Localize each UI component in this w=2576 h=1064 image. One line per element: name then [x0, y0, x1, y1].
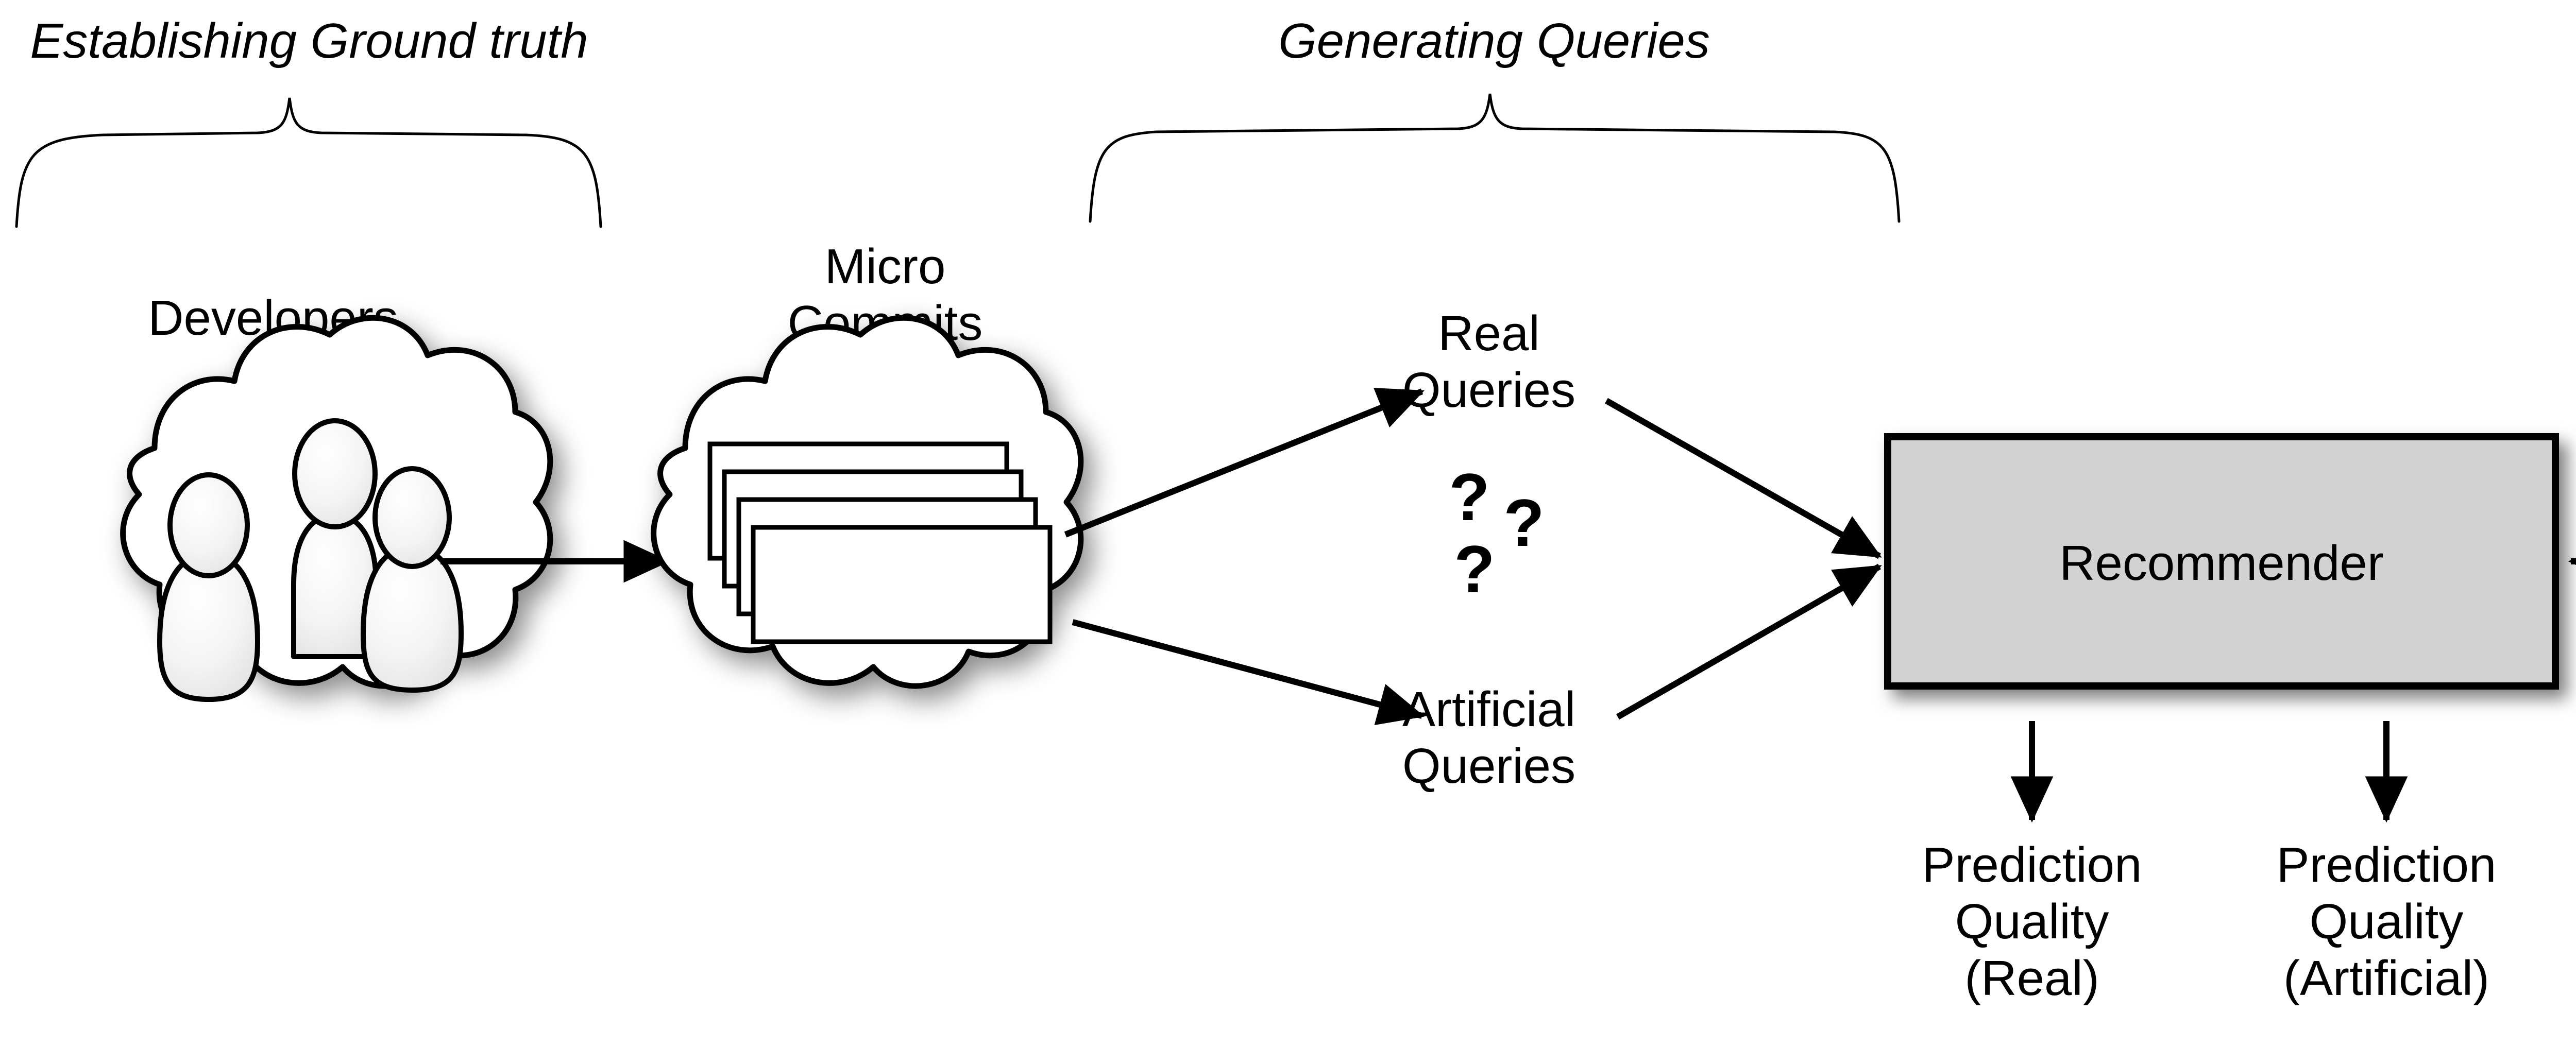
real-queries-label-line2: Queries: [1402, 363, 1575, 418]
micro-commits-label-line1: Micro: [825, 239, 946, 294]
arrow-real-queries-to-recommender: [1605, 398, 1882, 559]
phase-brace-ground-truth: [15, 97, 602, 228]
person-icon-center: [291, 418, 379, 659]
arrow-artificial-queries-to-recommender: [1616, 563, 1882, 720]
question-mark-3: ?: [1454, 531, 1495, 607]
prediction-real-line3: (Real): [1964, 951, 2099, 1006]
arrow-commits-to-artificial-queries: [1072, 619, 1425, 726]
recommender-label: Recommender: [2059, 536, 2384, 591]
question-mark-1: ?: [1449, 459, 1489, 535]
artificial-queries-label-line2: Queries: [1402, 739, 1575, 794]
arrow-commits-to-real-queries: [1064, 388, 1425, 538]
person-icon-right: [361, 466, 464, 693]
prediction-real-line2: Quality: [1955, 894, 2109, 949]
developers-cloud[interactable]: [120, 315, 553, 702]
prediction-real-line1: Prediction: [1922, 837, 2142, 893]
phase-title-ground-truth: Establishing Ground truth: [30, 13, 588, 68]
phase-title-generating-queries: Generating Queries: [1278, 13, 1710, 68]
micro-commits-cloud[interactable]: [651, 315, 1084, 689]
prediction-quality-real: Prediction Quality (Real): [1922, 837, 2142, 1006]
question-mark-2: ?: [1503, 485, 1544, 560]
artificial-queries-label-line1: Artificial: [1402, 682, 1575, 737]
recommender-box[interactable]: Recommender: [1884, 433, 2559, 690]
prediction-artificial-line2: Quality: [2310, 894, 2464, 949]
real-queries-label-line1: Real: [1438, 306, 1539, 361]
commit-card-4: [751, 525, 1053, 644]
prediction-quality-artificial: Prediction Quality (Artificial): [2277, 837, 2497, 1006]
prediction-artificial-line1: Prediction: [2277, 837, 2497, 893]
phase-brace-generating-queries: [1089, 93, 1901, 223]
prediction-artificial-line3: (Artificial): [2283, 951, 2489, 1006]
person-icon-left: [157, 472, 260, 702]
